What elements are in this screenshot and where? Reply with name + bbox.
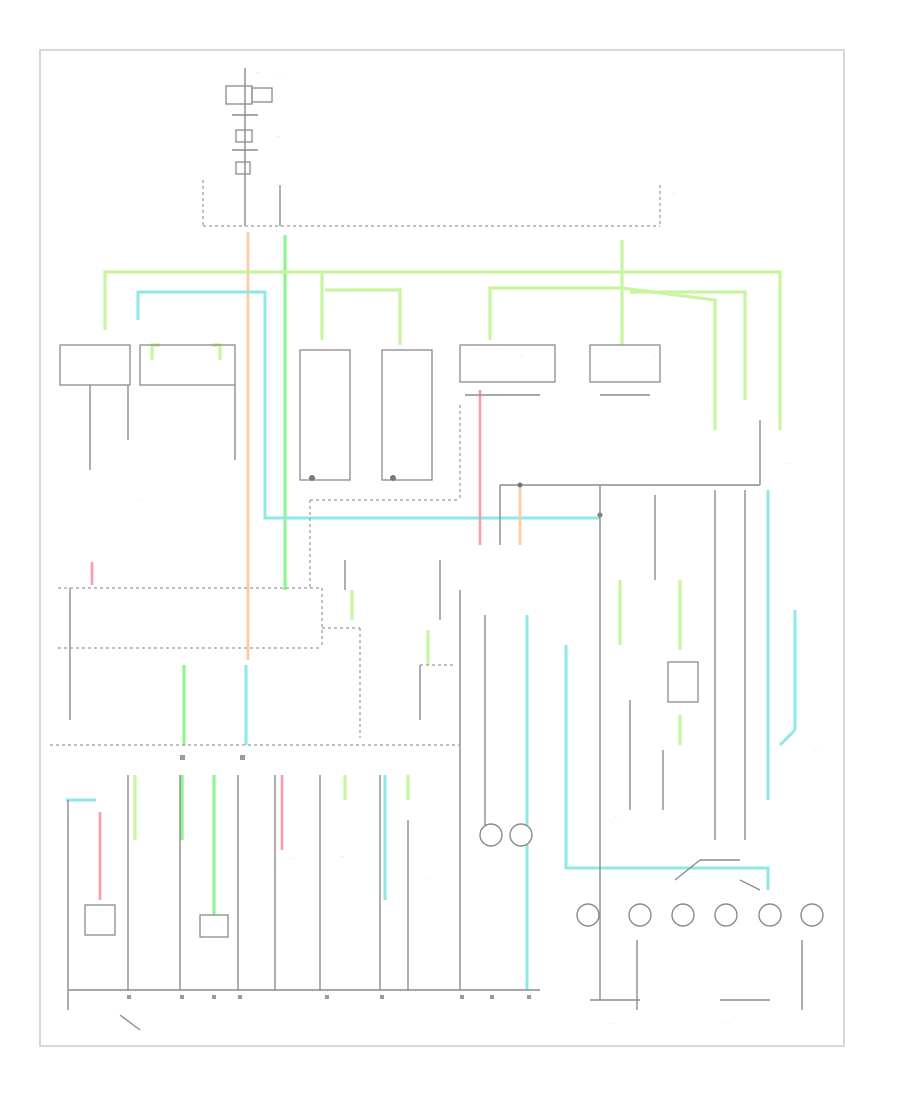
svg-text:· ·: · ·: [655, 354, 659, 359]
diagram-frame: [39, 49, 845, 1047]
lamp-icon: [576, 903, 600, 927]
svg-text:· ·: · ·: [610, 1021, 614, 1026]
lamp-icon: [479, 823, 503, 847]
lamps: [479, 823, 824, 927]
connector-terminals: [127, 755, 531, 999]
svg-text:· ·: · ·: [425, 876, 429, 881]
lamp-icon: [509, 823, 533, 847]
gray-wiring: [50, 344, 803, 1031]
junction-bus: [202, 180, 661, 227]
lamp-icon: [758, 903, 782, 927]
svg-text:· ·: · ·: [256, 70, 260, 75]
svg-text:· ·: · ·: [785, 461, 789, 466]
svg-text:· ·: · ·: [672, 191, 676, 196]
harness-wires: [66, 232, 797, 990]
svg-text:· ·: · ·: [615, 814, 619, 819]
svg-text:· ·: · ·: [276, 134, 280, 139]
svg-text:· ·: · ·: [360, 651, 364, 656]
svg-text:· ·: · ·: [290, 856, 294, 861]
lamp-icon: [800, 903, 824, 927]
svg-text:· ·: · ·: [815, 748, 819, 753]
top-switch-block: [225, 68, 273, 180]
svg-text:· ·: · ·: [138, 498, 142, 503]
lamp-icon: [628, 903, 652, 927]
svg-text:· ·: · ·: [725, 1021, 729, 1026]
svg-text:· ·: · ·: [278, 74, 282, 79]
lamp-icon: [671, 903, 695, 927]
component-labels: · · · · · · · · · · · · · · · · · · · · …: [138, 70, 819, 1026]
lamp-icon: [714, 903, 738, 927]
svg-text:· ·: · ·: [340, 854, 344, 859]
svg-text:· ·: · ·: [520, 354, 524, 359]
